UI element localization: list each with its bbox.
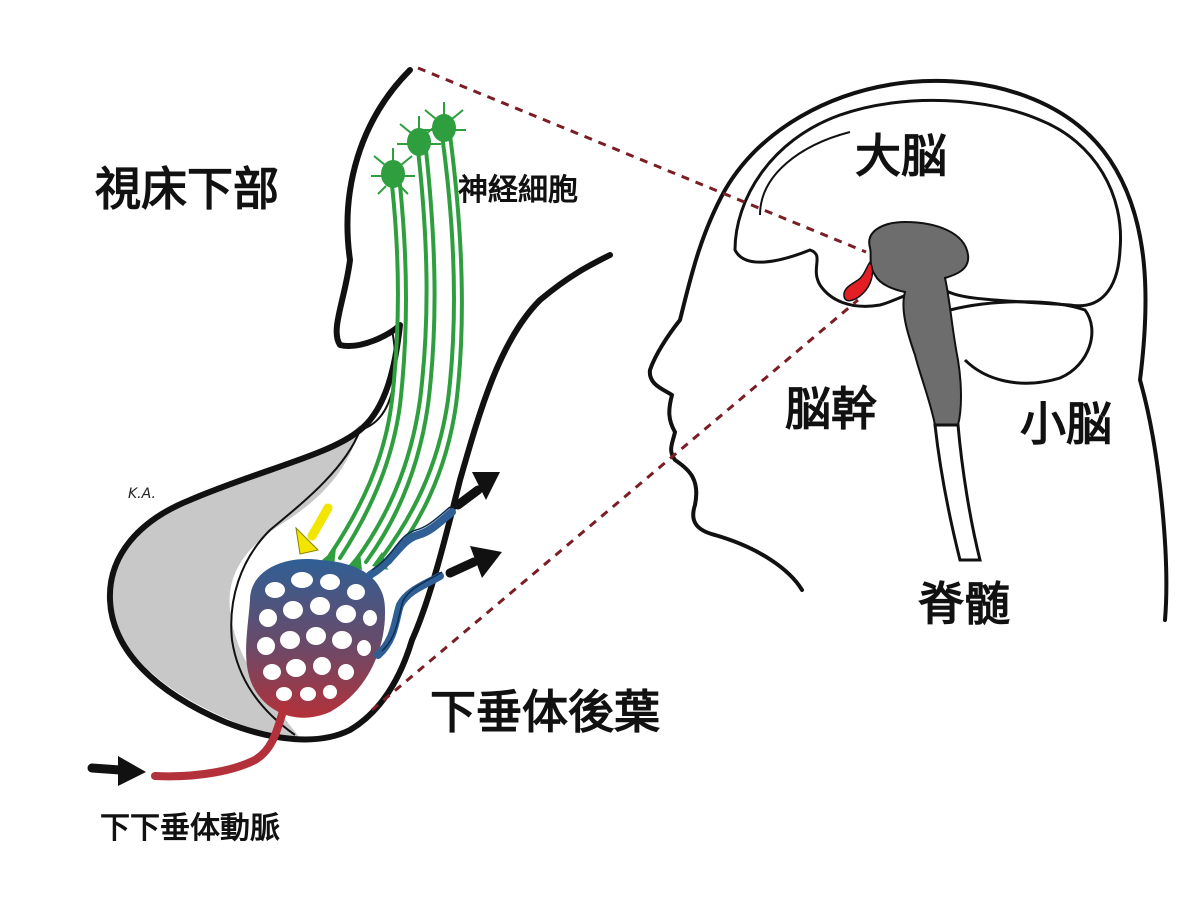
label-brainstem: 脳幹	[785, 382, 878, 436]
head-overview	[371, 66, 1169, 712]
spinal-cord-shape	[933, 423, 982, 562]
arrow-right-icon	[445, 546, 502, 578]
neuron-cell-1	[371, 148, 415, 195]
zoom-line-top	[417, 66, 867, 254]
inferior-hypophyseal-artery	[151, 701, 289, 781]
stalk-outline	[106, 67, 613, 743]
label-inferior-hypophyseal-artery: 下下垂体動脈	[100, 811, 280, 846]
veins	[366, 508, 456, 659]
cerebellum-outline	[949, 300, 1094, 385]
brainstem-shape	[868, 220, 970, 426]
label-hypothalamus: 視床下部	[95, 162, 279, 216]
label-neurons: 神経細胞	[458, 173, 578, 208]
label-cerebrum: 大脳	[855, 129, 947, 183]
arrow-down-icon	[295, 503, 333, 555]
label-posterior-pituitary: 下垂体後葉	[430, 685, 661, 739]
cerebrum-inner-line	[759, 131, 851, 216]
arrow-right-icon	[453, 472, 500, 510]
neuron-axons	[328, 133, 464, 564]
label-spinal-cord: 脊髄	[918, 577, 1010, 631]
vein-outlines	[371, 506, 451, 652]
neural-lobe-boundary	[230, 429, 361, 736]
neuron-cell-bodies	[371, 102, 466, 195]
head-silhouette	[647, 78, 1169, 622]
capillary-network	[246, 559, 386, 718]
artist-signature: K.A.	[128, 486, 156, 502]
neuron-cell-3	[422, 102, 466, 142]
pituitary-highlight	[843, 260, 874, 302]
zoom-line-bottom	[371, 298, 859, 712]
label-cerebellum: 小脳	[1020, 397, 1112, 451]
capillary-holes	[257, 572, 377, 701]
arrow-right-icon	[87, 756, 146, 786]
pituitary-tissue-shading	[111, 425, 360, 739]
zoomed-pituitary-section: K.A.	[87, 67, 613, 786]
